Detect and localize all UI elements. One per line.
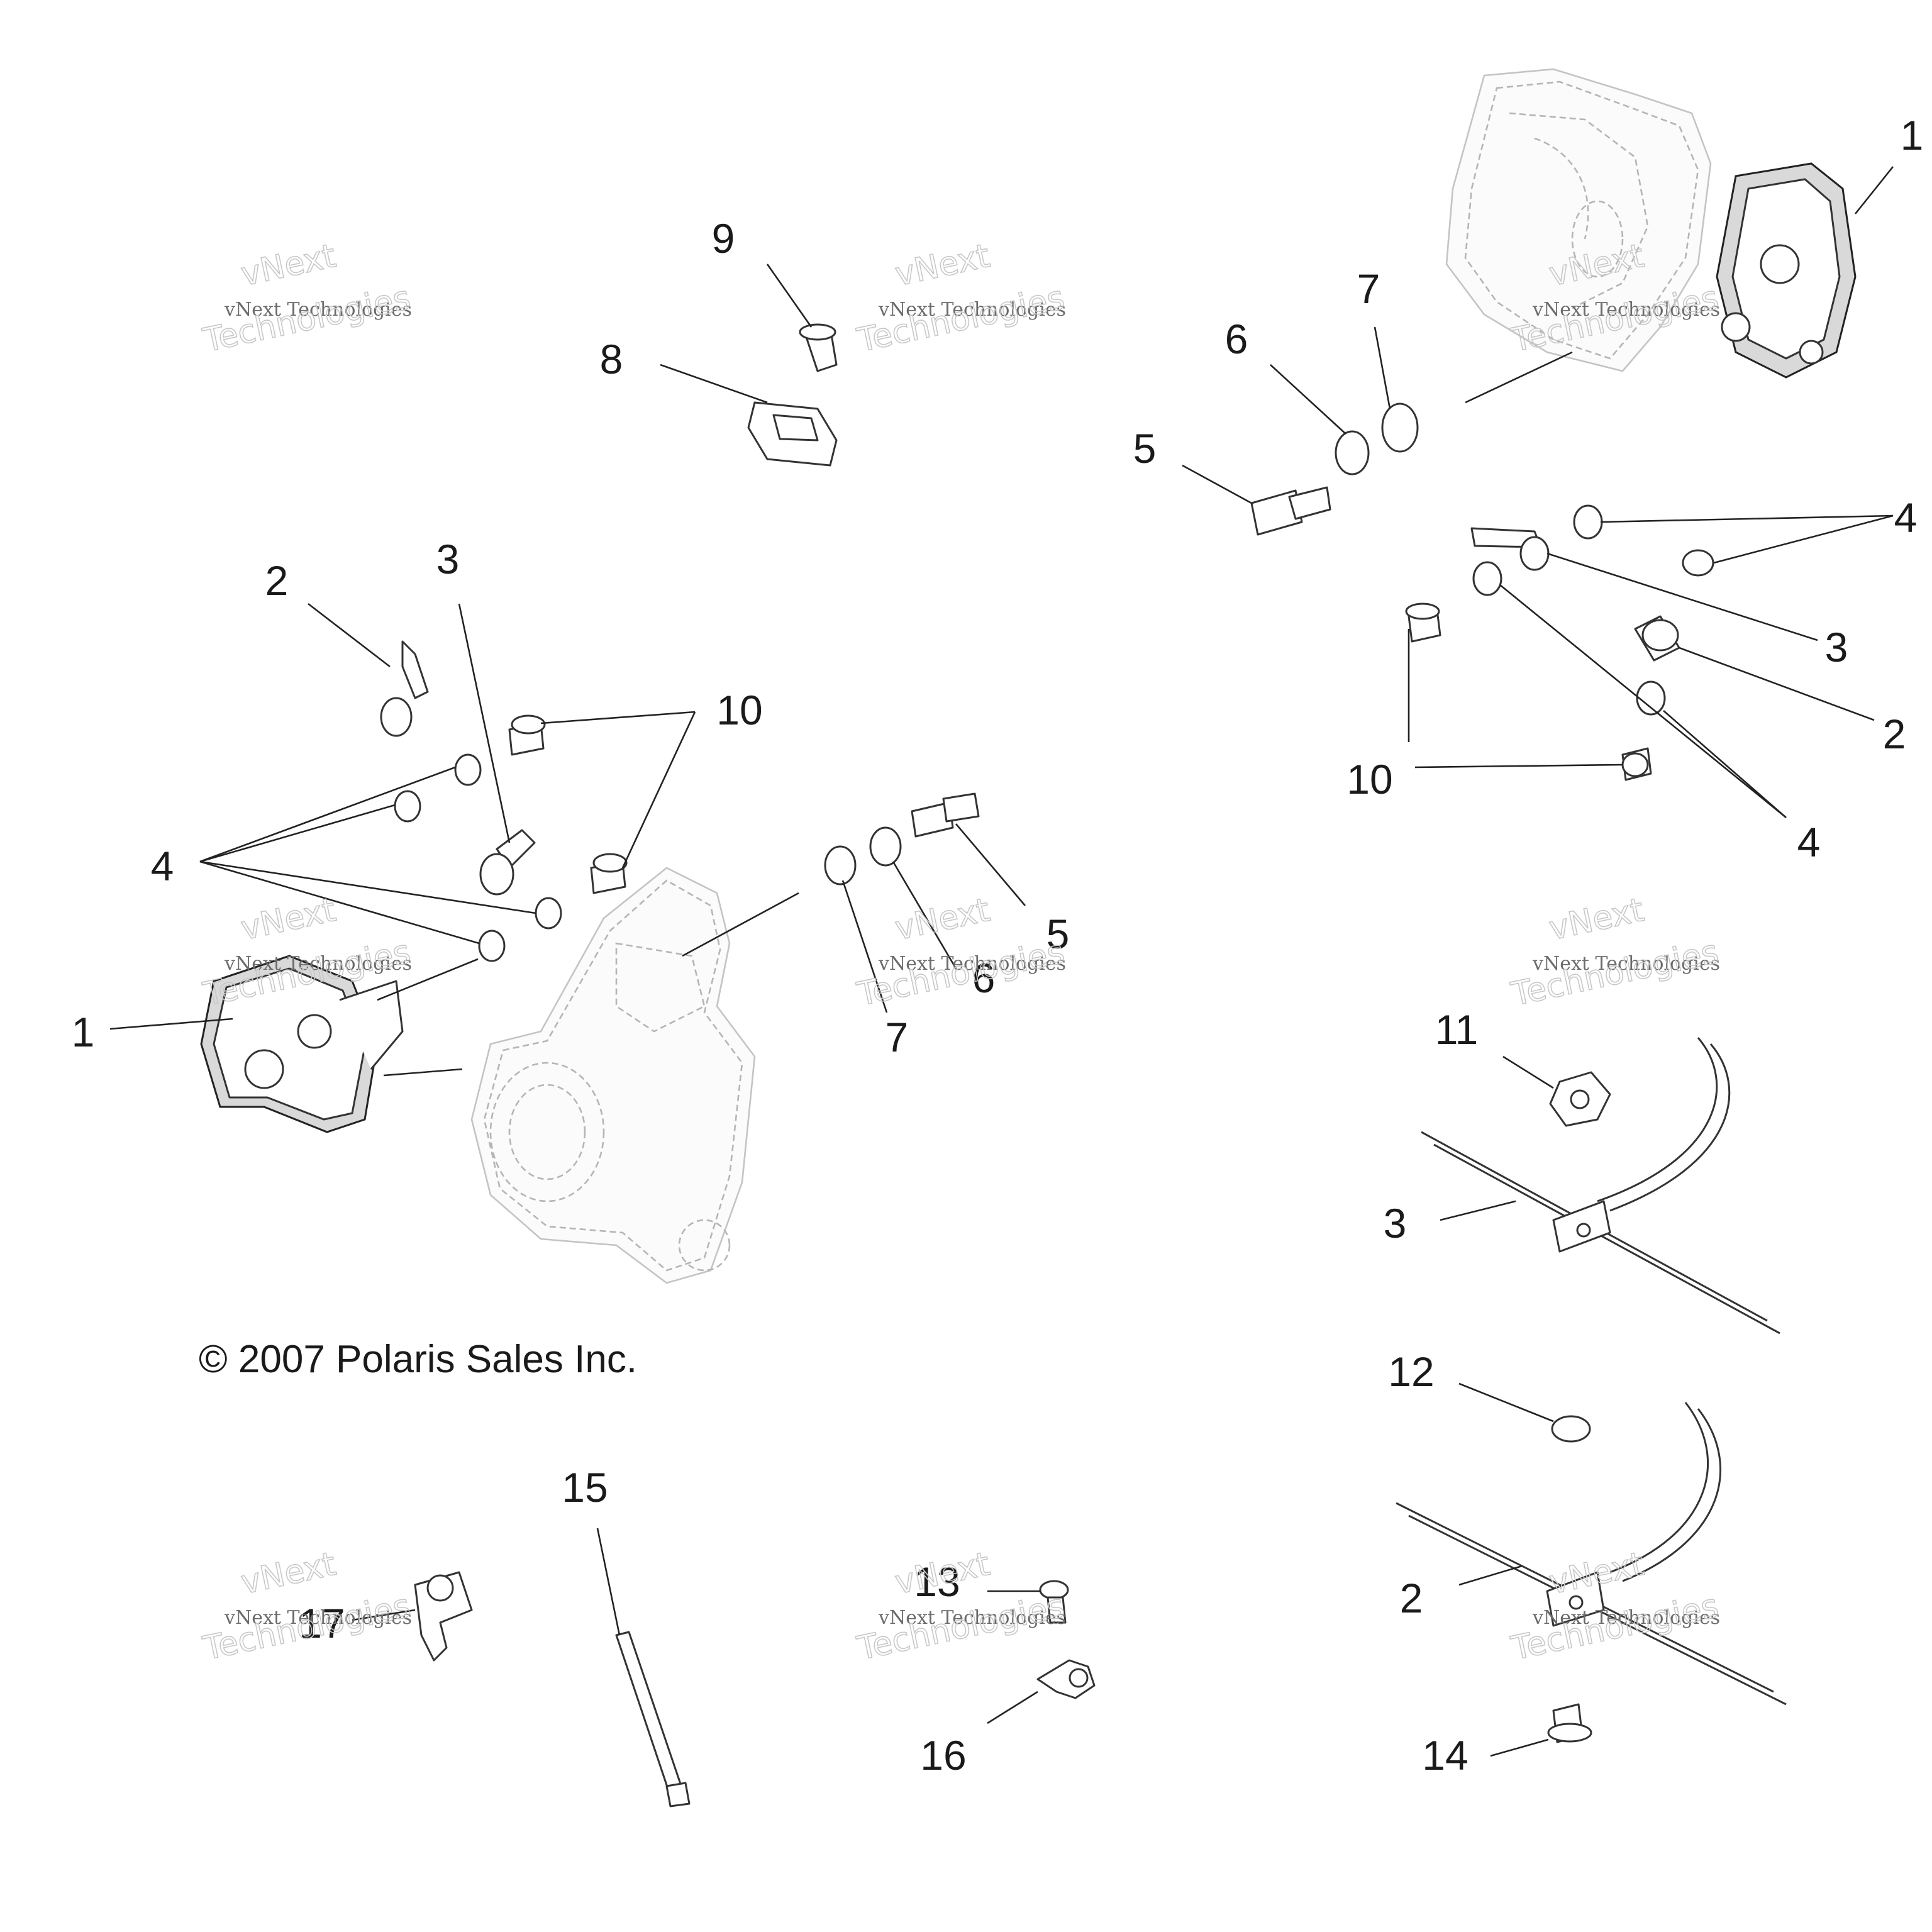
callout-2-left: 2 — [265, 557, 289, 604]
callout-11: 11 — [1435, 1006, 1479, 1053]
callout-14: 14 — [1422, 1732, 1468, 1779]
callout-2-right: 2 — [1400, 1575, 1423, 1621]
callout-13: 13 — [914, 1558, 960, 1605]
bolt-item-14 — [1547, 1703, 1592, 1743]
screw-item-9 — [799, 323, 838, 372]
clamp-item-16 — [1036, 1659, 1096, 1699]
watermark-small: vNext Technologies — [224, 299, 412, 321]
watermark-small: vNext Technologies — [878, 1607, 1066, 1629]
washer-item-4-left-c — [535, 897, 562, 930]
callout-6-upper: 6 — [1225, 316, 1248, 362]
watermark-big-bottom: Technologies — [200, 1587, 414, 1668]
watermark-big-bottom: Technologies — [854, 1587, 1068, 1668]
callout-4-upper-a: 4 — [1894, 494, 1918, 541]
watermark-big-top: vNext — [892, 237, 993, 294]
copyright-notice: © 2007 Polaris Sales Inc. — [199, 1338, 637, 1381]
upper-caliper — [1716, 162, 1857, 379]
watermark-big-bottom: Technologies — [1508, 933, 1722, 1014]
callout-3-left: 3 — [436, 536, 460, 582]
callout-10-upper: 10 — [1346, 756, 1392, 802]
watermark-small: vNext Technologies — [1532, 953, 1720, 975]
callout-6-mid: 6 — [972, 955, 996, 1001]
washer-item-7-mid — [824, 845, 857, 886]
callout-4-upper-b: 4 — [1797, 819, 1821, 865]
washer-item-4-left-d — [478, 930, 506, 962]
leader-lines — [109, 166, 1894, 1757]
watermark-big-top: vNext — [238, 237, 339, 294]
watermark-big-top: vNext — [238, 1545, 339, 1602]
center-knuckle-housing — [470, 867, 756, 1284]
watermark-small: vNext Technologies — [224, 953, 412, 975]
bleeder-item-17 — [414, 1571, 473, 1662]
callout-7-upper: 7 — [1357, 265, 1380, 312]
washer-item-4-left-a — [454, 753, 482, 786]
watermark-big-bottom: Technologies — [854, 933, 1068, 1014]
cable-assembly-item-2 — [1396, 1402, 1787, 1706]
upper-right-knuckle-housing — [1445, 68, 1712, 372]
washer-item-4-upper-d — [1636, 680, 1666, 716]
watermark-small: vNext Technologies — [1532, 299, 1720, 321]
watermark-top-left: vNext vNext Technologies Technologies — [199, 236, 414, 360]
watermark-small: vNext Technologies — [1532, 1607, 1720, 1629]
washer-item-4-upper-b — [1682, 549, 1714, 577]
bolt-item-10-upper-a — [1405, 602, 1441, 643]
nut-item-11 — [1549, 1071, 1611, 1127]
watermark-big-top: vNext — [892, 891, 993, 948]
watermark-mid-center: vNext vNext Technologies Technologies — [853, 891, 1069, 1014]
brake-line-end-item-3-upper — [1470, 527, 1550, 571]
watermark-big-bottom: Technologies — [200, 279, 414, 360]
cable-assembly-item-3 — [1421, 1037, 1780, 1335]
callout-7-mid: 7 — [886, 1014, 909, 1060]
watermark-small: vNext Technologies — [878, 299, 1066, 321]
callout-numbers: 1 7 6 5 4 3 2 10 4 9 8 2 3 10 4 1 5 6 7 … — [72, 112, 1924, 1779]
washer-item-4-upper-a — [1573, 504, 1603, 540]
left-caliper — [200, 955, 404, 1133]
watermark-big-top: vNext — [1546, 891, 1647, 948]
washer-item-12 — [1551, 1415, 1591, 1443]
callout-8: 8 — [600, 336, 623, 382]
callout-2-upper: 2 — [1883, 711, 1906, 757]
callout-17: 17 — [299, 1600, 345, 1646]
watermark-top-center: vNext vNext Technologies Technologies — [853, 236, 1069, 360]
hose-fitting-item-2-upper — [1634, 615, 1680, 662]
callout-5-mid: 5 — [1046, 911, 1070, 957]
callout-15: 15 — [562, 1464, 608, 1511]
brake-line-end-item-3-left — [479, 829, 536, 896]
callout-3-right: 3 — [1384, 1200, 1407, 1246]
callout-12: 12 — [1388, 1348, 1434, 1395]
callout-3-upper: 3 — [1825, 624, 1848, 670]
washer-item-4-upper-c — [1472, 561, 1502, 596]
bolt-item-10-left-a — [508, 714, 546, 756]
watermark-big-top: vNext — [238, 891, 339, 948]
callout-10-left: 10 — [716, 687, 762, 733]
callout-16: 16 — [920, 1732, 966, 1779]
callout-5-upper: 5 — [1133, 425, 1157, 472]
bolt-item-5-upper — [1250, 486, 1331, 536]
callout-1-upper: 1 — [1901, 112, 1924, 158]
callout-9: 9 — [712, 215, 735, 262]
bolt-item-10-left-b — [590, 853, 628, 894]
washer-item-6-mid — [869, 826, 902, 867]
bolt-item-10-upper-b — [1621, 747, 1652, 781]
callout-1-left: 1 — [72, 1009, 95, 1055]
watermark-small: vNext Technologies — [224, 1607, 412, 1629]
push-pin-item-13 — [1039, 1580, 1069, 1624]
cable-tie-item-15 — [615, 1631, 691, 1807]
washer-item-4-left-b — [394, 790, 421, 823]
hose-end-item-2-left — [380, 640, 429, 737]
washer-item-7-upper — [1381, 402, 1419, 453]
watermark-big-bottom: Technologies — [854, 279, 1068, 360]
bolt-item-5-mid — [911, 792, 980, 838]
clip-item-8 — [747, 401, 838, 467]
watermark-small: vNext Technologies — [878, 953, 1066, 975]
washer-item-6-upper — [1335, 430, 1370, 475]
callout-4-left: 4 — [151, 843, 174, 889]
watermark-mid-right: vNext vNext Technologies Technologies — [1507, 891, 1723, 1014]
